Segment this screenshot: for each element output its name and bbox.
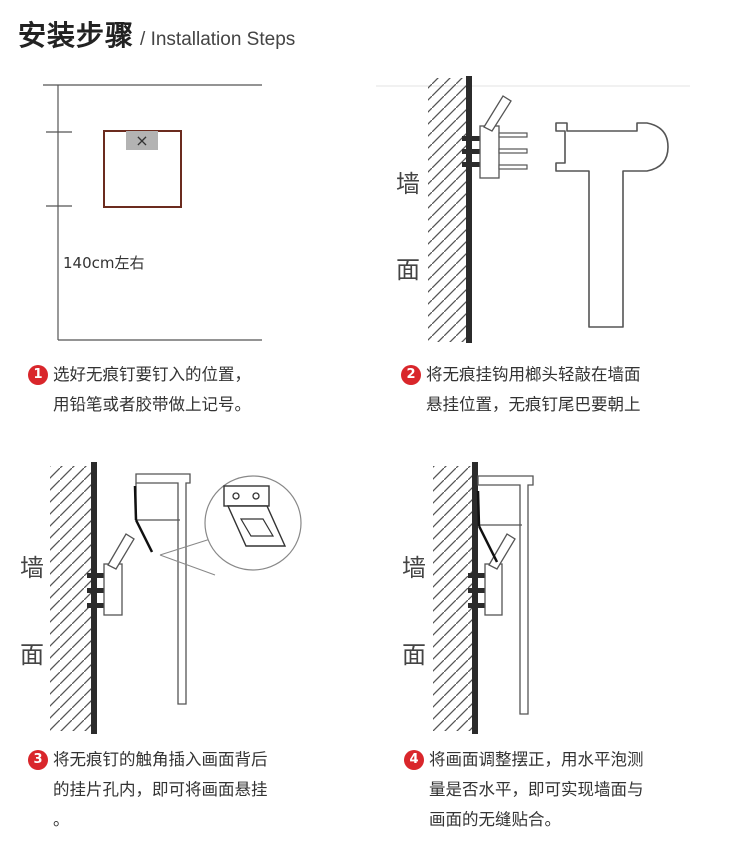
step-text-line: 将画面调整摆正，用水平泡测 [429, 750, 644, 769]
step-3-caption: 3 将无痕钉的触角插入画面背后 的挂片孔内，即可将画面悬挂 。 [28, 745, 268, 835]
plate-slot [239, 518, 275, 537]
page-subtitle: / Installation Steps [140, 29, 296, 50]
step-4-caption: 4 将画面调整摆正，用水平泡测 量是否水平，即可实现墙面与 画面的无缝贴合。 [404, 745, 644, 835]
hanging-plate [134, 519, 154, 553]
hanging-plate [476, 490, 481, 527]
panel-2-hammer-hook: 墙 面 [376, 76, 690, 343]
panel-4-level-adjust: 墙 面 [402, 462, 534, 734]
nail-pin [468, 603, 486, 608]
hook-prong [498, 148, 528, 154]
step-number-badge: 2 [401, 365, 421, 385]
nail-pin [462, 136, 480, 141]
step-number-badge: 1 [28, 365, 48, 385]
hook-tail [483, 95, 512, 132]
wall-label-1: 墙 [396, 170, 420, 198]
hook-prong [498, 164, 528, 170]
wall [466, 76, 472, 343]
picture-frame-profile [477, 475, 534, 715]
wall-label-1: 墙 [402, 554, 426, 582]
step-text-line: 将无痕挂钩用榔头轻敲在墙面 [426, 365, 641, 384]
wall-label-2: 面 [396, 256, 420, 284]
wall [472, 462, 478, 734]
plate-hole [252, 492, 260, 500]
hook-body [479, 125, 500, 179]
hanging-plate [477, 525, 499, 563]
nail-pin [87, 588, 105, 593]
hanging-plate-detail [223, 485, 270, 507]
step-number-badge: 4 [404, 750, 424, 770]
panel-1-mark-position: × 140cm左右 [43, 84, 262, 341]
wall-hatch [50, 466, 92, 731]
step-text-line: 画面的无缝贴合。 [429, 810, 561, 829]
step-2-caption: 2 将无痕挂钩用榔头轻敲在墙面 悬挂位置，无痕钉尾巴要朝上 [401, 360, 641, 420]
wall-label-2: 面 [402, 641, 426, 669]
step-text-line: 将无痕钉的触角插入画面背后 [53, 750, 268, 769]
height-label: 140cm左右 [63, 254, 145, 272]
panel-3-insert-prongs: 墙 面 [20, 462, 302, 734]
step-number-badge: 3 [28, 750, 48, 770]
wall-label-1: 墙 [20, 554, 44, 582]
nail-pin [87, 573, 105, 578]
wall-label-2: 面 [20, 641, 44, 669]
plate-hole [232, 492, 240, 500]
hammer-icon [555, 122, 669, 328]
mark-x: × [135, 131, 148, 150]
hook-body [484, 563, 503, 616]
nail-pin [462, 162, 480, 167]
hanging-plate [133, 485, 138, 521]
step-text-line: 量是否水平，即可实现墙面与 [429, 780, 644, 799]
step-1-caption: 1 选好无痕钉要钉入的位置， 用铅笔或者胶带做上记号。 [28, 360, 251, 420]
nail-pin [468, 573, 486, 578]
wall [91, 462, 97, 734]
step-text-line: 悬挂位置，无痕钉尾巴要朝上 [426, 395, 641, 414]
page-title: 安装步骤 [18, 19, 135, 52]
step-text-line: 。 [53, 810, 70, 829]
hook-body [103, 563, 123, 616]
step-text-line: 选好无痕钉要钉入的位置， [53, 365, 251, 384]
wall-hatch [433, 466, 473, 731]
nail-pin [468, 588, 486, 593]
hook-tail [107, 533, 135, 570]
step-text-line: 用铅笔或者胶带做上记号。 [53, 395, 251, 414]
mark-tape [126, 131, 158, 150]
nail-pin [87, 603, 105, 608]
hook-prong [498, 132, 528, 138]
picture-frame-profile [135, 473, 191, 705]
nail-pin [462, 149, 480, 154]
page-header: 安装步骤/ Installation Steps [18, 14, 295, 54]
callout-pointer [159, 554, 216, 576]
step-text-line: 的挂片孔内，即可将画面悬挂 [53, 780, 268, 799]
wall-hatch [428, 78, 468, 342]
